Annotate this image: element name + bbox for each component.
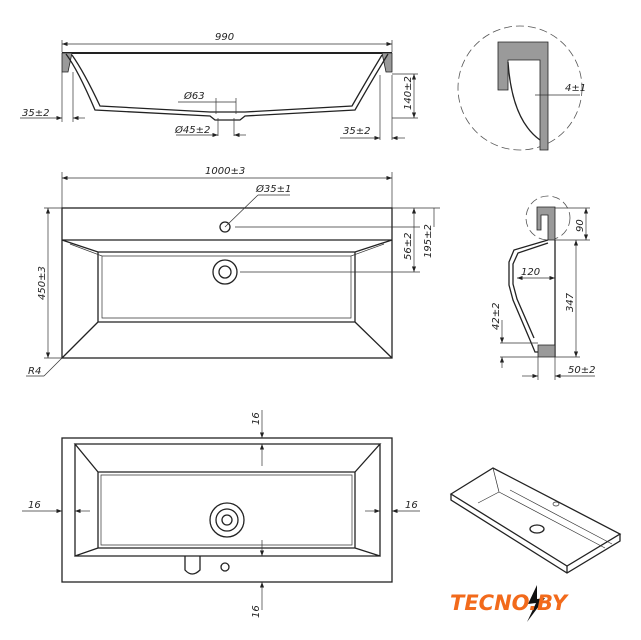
lightning-icon	[527, 585, 545, 622]
dim-front-50: 50±2	[568, 365, 595, 376]
dim-front-42: 42±2	[491, 303, 502, 330]
dim-width-990: 990	[215, 32, 234, 43]
dim-height-140: 140±2	[403, 76, 414, 110]
dim-bottom-left-16: 16	[28, 500, 41, 511]
logo-text: TECNO.BY	[450, 591, 569, 615]
dim-basin-120: 120	[521, 267, 540, 278]
dim-right-rim: 35±2	[343, 126, 370, 137]
detail-view: 4±1	[457, 25, 586, 151]
dim-bottom-right-16: 16	[405, 500, 418, 511]
dim-left-rim: 35±2	[22, 108, 49, 119]
dim-rim-90: 90	[575, 219, 586, 232]
dim-width-1000: 1000±3	[205, 166, 245, 177]
dim-total-347: 347	[565, 292, 576, 312]
dim-bottom-bottom-16: 16	[251, 605, 262, 618]
tecno-logo: TECNO.BY	[450, 585, 569, 622]
dim-faucet-hole: Ø35±1	[255, 183, 291, 195]
dim-drain-45: Ø45±2	[174, 124, 210, 136]
dim-thickness: 4±1	[565, 83, 586, 94]
dim-radius: R4	[28, 366, 41, 377]
bottom-view: 16 16 16 16	[22, 410, 420, 618]
dim-faucet-offset: 195±2	[423, 224, 434, 258]
isometric-view	[449, 467, 622, 574]
dim-bottom-top-16: 16	[251, 412, 262, 425]
dim-drain-offset: 56±2	[403, 233, 414, 260]
top-section-view: 990 35±2 Ø63 Ø45±2 35±2 140±2	[20, 32, 418, 141]
dim-depth-450: 450±3	[37, 266, 48, 300]
side-section-view: 90 120 347 42±2 50±2	[491, 195, 595, 380]
plan-view: 1000±3 Ø35±1 56±2 195±2 450±3 R4	[26, 166, 440, 377]
dim-drain-63: Ø63	[183, 90, 205, 102]
